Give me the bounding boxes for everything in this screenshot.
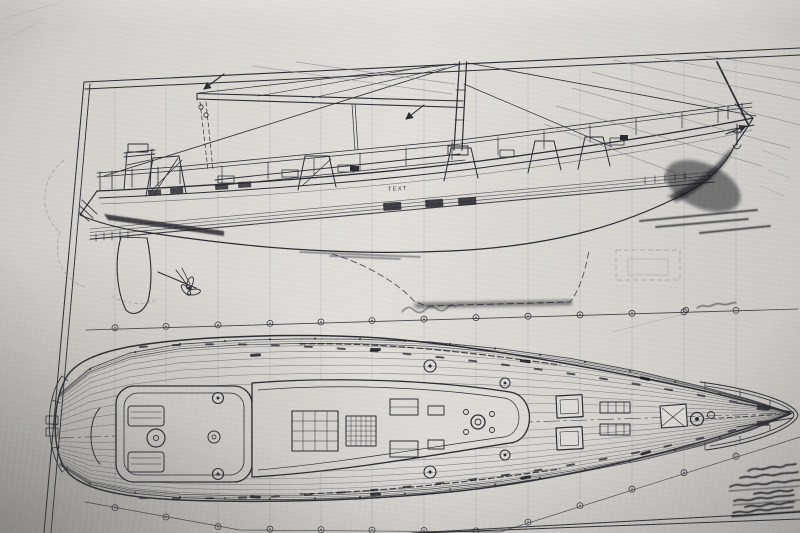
top-sheen — [0, 0, 800, 120]
